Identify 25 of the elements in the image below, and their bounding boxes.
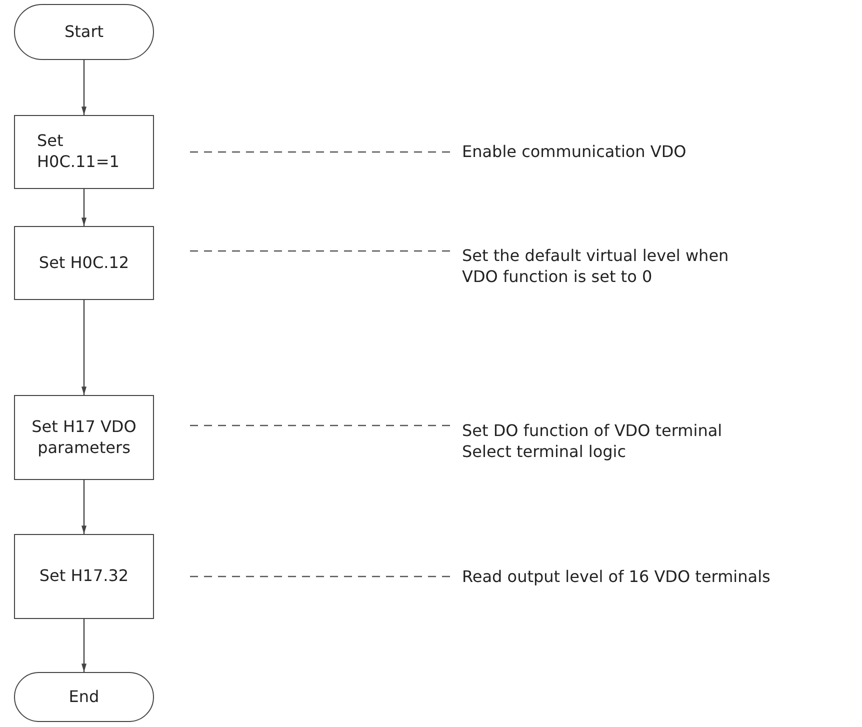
- leader-line: [190, 424, 450, 426]
- description-text: Read output level of 16 VDO terminals: [462, 566, 772, 588]
- arrow: [81, 189, 87, 226]
- step-text: Set H17 VDO parameters: [30, 416, 138, 458]
- process-box: [14, 395, 154, 480]
- description-text: Select terminal logic: [462, 442, 627, 463]
- arrow: [81, 300, 87, 395]
- description-text: Set the default virtual level when VDO function is set to 0: [462, 246, 730, 288]
- arrow: [81, 60, 87, 115]
- step-text: Set H0C.12: [38, 252, 130, 274]
- process-box: [14, 226, 154, 300]
- terminal-shape: [14, 672, 154, 722]
- process-box: [14, 534, 154, 619]
- step-text: Set H0C.11=1: [37, 131, 120, 173]
- arrow: [81, 480, 87, 534]
- arrow: [81, 619, 87, 672]
- description-text: Set DO function of VDO terminal: [462, 421, 724, 442]
- description-text: Enable communication VDO: [462, 142, 688, 162]
- step-text: Start: [64, 22, 104, 42]
- leader-line: [190, 576, 450, 578]
- step-text: Set H17.32: [39, 566, 129, 587]
- leader-line: [190, 151, 450, 153]
- step-text: End: [68, 686, 100, 708]
- leader-line: [190, 250, 450, 252]
- process-box: [14, 115, 154, 189]
